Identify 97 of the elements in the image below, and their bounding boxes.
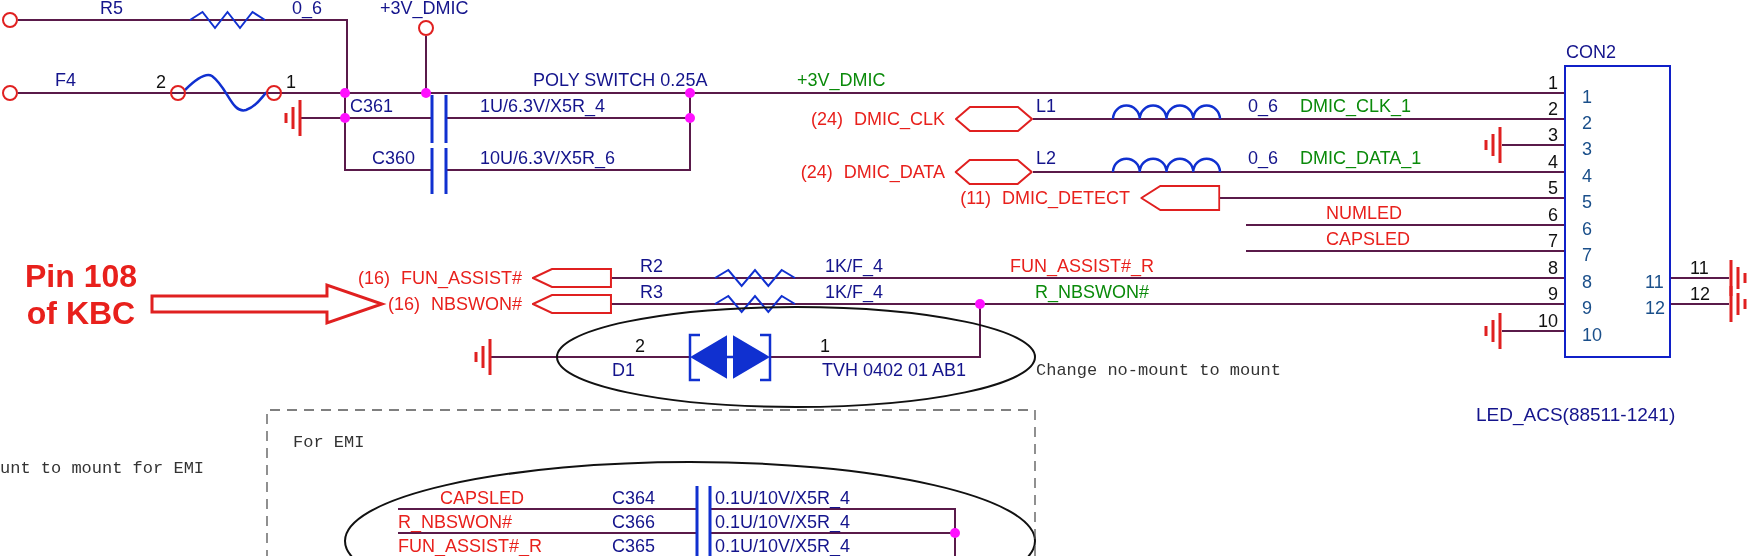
pin-number: 4: [1548, 153, 1558, 171]
pin-number: 4: [1582, 167, 1592, 185]
pin-number: 1: [1582, 88, 1592, 106]
net-label: (16) NBSWON#: [387, 295, 522, 313]
note-text: For EMI: [293, 433, 365, 451]
pin-number: 1: [286, 73, 296, 91]
port-connector: [357, 268, 612, 288]
net-label: DMIC_CLK_1: [1300, 97, 1412, 115]
component-label: 1U/6.3V/X5R_4: [480, 97, 606, 115]
pin-number: 7: [1548, 232, 1558, 250]
wire: [1245, 224, 1565, 226]
component-label: C364: [612, 489, 656, 507]
ground-symbol: [1484, 312, 1502, 350]
wire: [1219, 197, 1565, 199]
component-label: 0_6: [1248, 97, 1279, 115]
net-label: CAPSLED: [440, 489, 525, 507]
note-text: Change no-mount to mount: [1036, 361, 1281, 379]
pin-number: 10: [1537, 312, 1558, 330]
net-label: +3V_DMIC: [797, 71, 886, 89]
port-connector: [387, 294, 612, 314]
note-text: unt to mount for EMI: [0, 459, 205, 477]
pin-number: 2: [1548, 100, 1558, 118]
net-label: (16) FUN_ASSIST#: [357, 269, 522, 287]
pin-number: 2: [635, 337, 645, 355]
component-label: 0.1U/10V/X5R_4: [715, 489, 851, 507]
wire: [1670, 277, 1730, 279]
port-connector: [810, 106, 1033, 132]
pin-number: 1: [820, 337, 830, 355]
pin-number: 3: [1548, 126, 1558, 144]
pin-number: 12: [1690, 285, 1711, 303]
port-connector: [960, 185, 1220, 211]
component-label: TVH 0402 01 AB1: [822, 361, 967, 379]
wire: [1245, 250, 1565, 252]
block-arrow: [150, 282, 387, 326]
component-label: 0_6: [292, 0, 323, 17]
pin-number: 6: [1548, 206, 1558, 224]
pin-number: 1: [1548, 74, 1558, 92]
pin-number: 5: [1582, 193, 1592, 211]
net-label: FUN_ASSIST#_R: [398, 537, 543, 555]
net-label: R_NBSWON#: [1035, 283, 1150, 301]
pin-number: 12: [1645, 299, 1666, 317]
port-connector: [800, 159, 1033, 185]
component-label: C366: [612, 513, 656, 531]
pin-number: 7: [1582, 246, 1592, 264]
wire: [1032, 118, 1565, 120]
wire: [1501, 330, 1565, 332]
terminal-circle: [418, 20, 434, 36]
component-label: +3V_DMIC: [380, 0, 469, 17]
wire: [1501, 144, 1565, 146]
component-label: L1: [1036, 97, 1057, 115]
pin-number: 6: [1582, 220, 1592, 238]
net-label: (24) DMIC_CLK: [810, 110, 945, 128]
wire: [1032, 171, 1565, 173]
net-label: (24) DMIC_DATA: [800, 163, 945, 181]
component-label: C361: [350, 97, 394, 115]
wire: [611, 303, 1565, 305]
net-label: CAPSLED: [1326, 230, 1411, 248]
pin-number: 9: [1548, 285, 1558, 303]
component-label: R5: [100, 0, 123, 17]
pin-number: 9: [1582, 299, 1592, 317]
pin-number: 2: [156, 73, 166, 91]
pin-number: 8: [1548, 259, 1558, 277]
component-label: 1K/F_4: [825, 257, 884, 275]
pin-number: 5: [1548, 179, 1558, 197]
net-label: R_NBSWON#: [398, 513, 513, 531]
terminal-circle: [2, 12, 18, 28]
ground-symbol: [1729, 285, 1747, 323]
pin-number: 11: [1690, 259, 1709, 277]
component-label: C365: [612, 537, 656, 555]
annotation-text: Pin 108 of KBC: [14, 258, 148, 332]
component-label: 0.1U/10V/X5R_4: [715, 513, 851, 531]
component-label: R2: [640, 257, 663, 275]
component-label: CON2: [1566, 43, 1616, 61]
net-label: (11) DMIC_DETECT: [960, 189, 1130, 207]
ground-symbol: [1484, 126, 1502, 164]
component-label: 0_6: [1248, 149, 1279, 167]
pin-number: 3: [1582, 140, 1592, 158]
net-label: FUN_ASSIST#_R: [1010, 257, 1155, 275]
net-label: NUMLED: [1326, 204, 1402, 222]
wire: [1670, 303, 1730, 305]
component-label: 10U/6.3V/X5R_6: [480, 149, 616, 167]
component-label: L2: [1036, 149, 1057, 167]
component-label: C360: [372, 149, 416, 167]
component-label: POLY SWITCH 0.25A: [533, 71, 708, 89]
pin-number: 8: [1582, 273, 1592, 291]
net-label: DMIC_DATA_1: [1300, 149, 1422, 167]
terminal-circle: [2, 85, 18, 101]
component-label: 0.1U/10V/X5R_4: [715, 537, 851, 555]
pin-number: 10: [1582, 326, 1603, 344]
component-label: D1: [612, 361, 635, 379]
wire: [611, 277, 1565, 279]
pin-number: 2: [1582, 114, 1592, 132]
pin-number: 11: [1645, 273, 1664, 291]
component-label: F4: [55, 71, 76, 89]
component-label: 1K/F_4: [825, 283, 884, 301]
component-label: R3: [640, 283, 663, 301]
part-number-label: LED_ACS(88511-1241): [1476, 405, 1676, 424]
